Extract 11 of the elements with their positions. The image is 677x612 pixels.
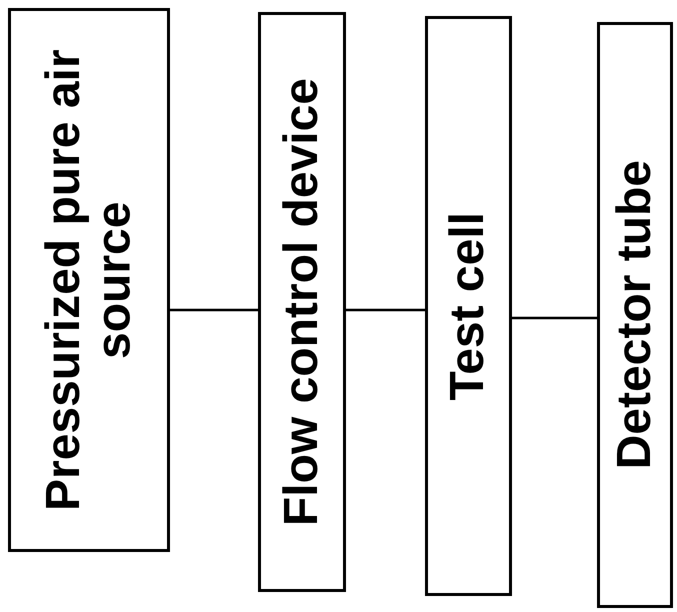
connector-line: [170, 308, 258, 312]
box-label: Flow control device: [276, 78, 328, 526]
box-label: Detector tube: [610, 160, 660, 470]
box-label: Test cell: [443, 212, 494, 400]
process-box: [8, 8, 170, 552]
process-box: [258, 12, 346, 592]
connector-line: [346, 308, 425, 312]
connector-line: [512, 316, 597, 320]
box-label: Pressurized pure air source: [38, 48, 140, 513]
process-box: [597, 22, 673, 608]
process-box: [425, 16, 512, 596]
